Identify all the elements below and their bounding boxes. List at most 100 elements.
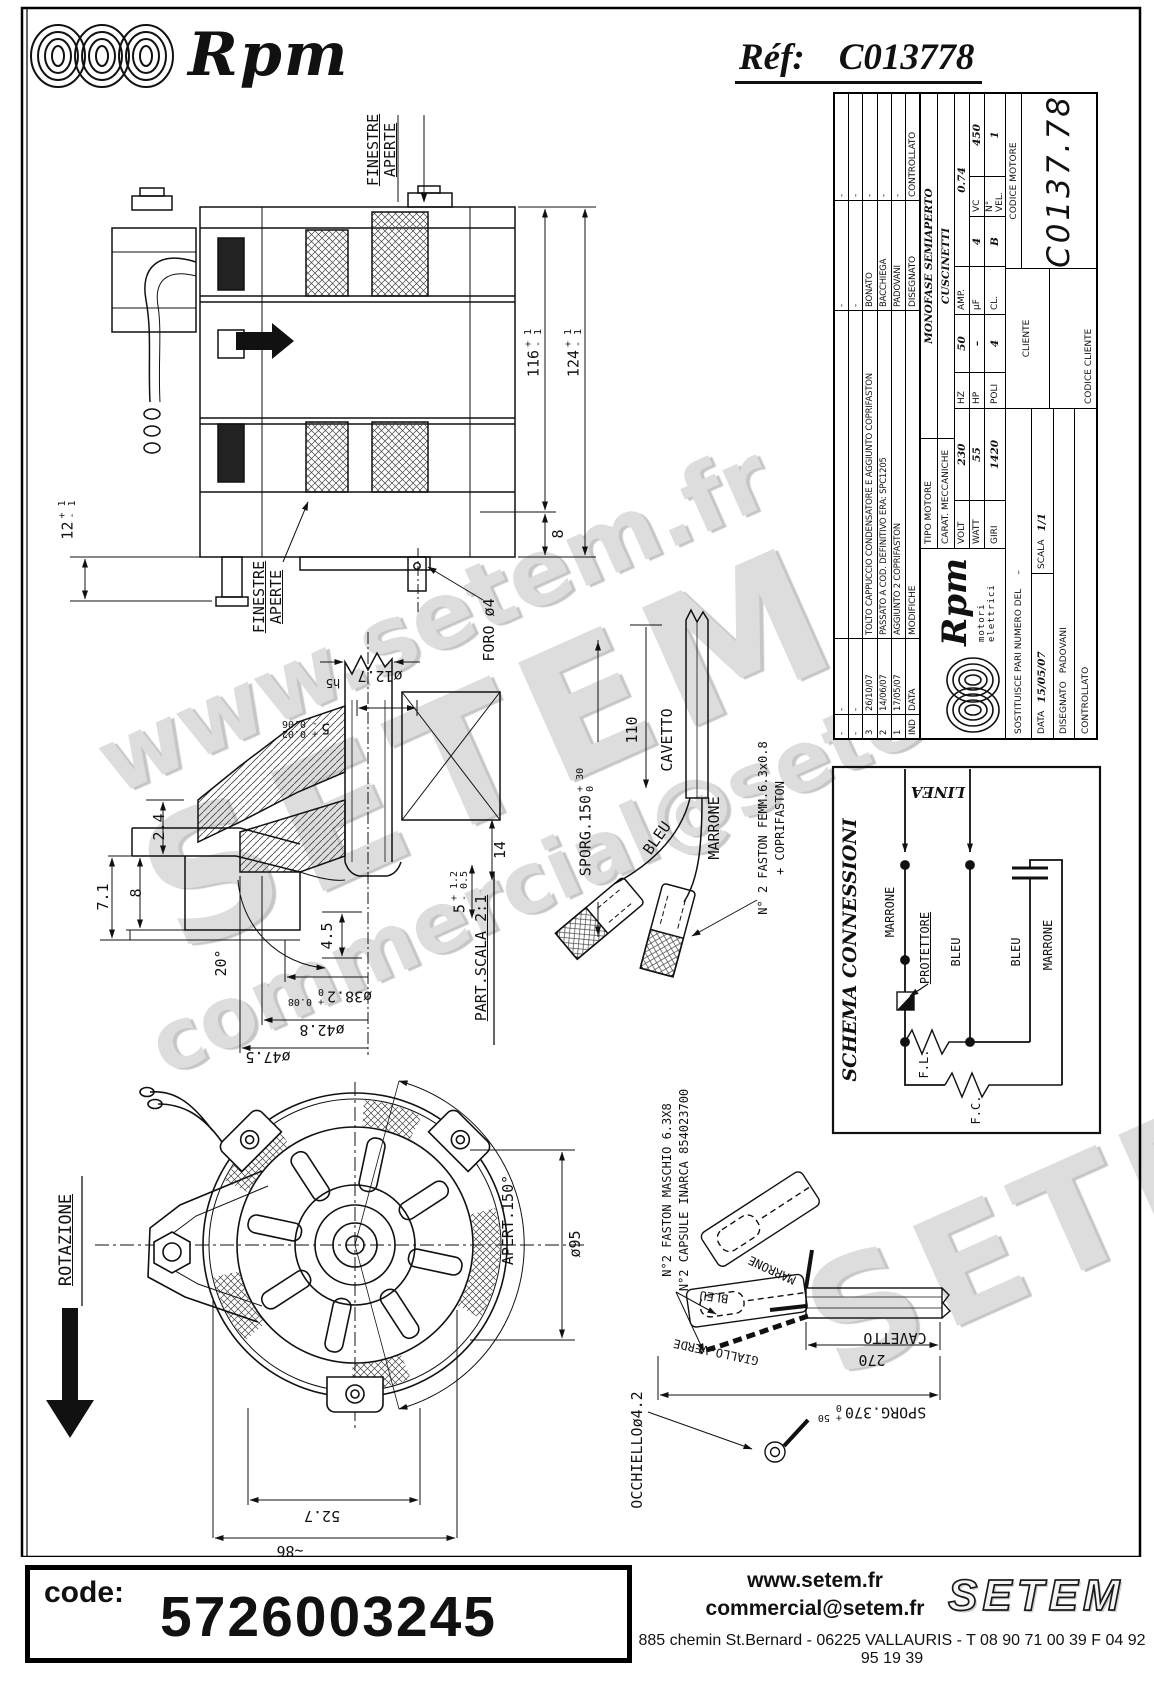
rev-cell: PADOVANI	[891, 200, 906, 310]
spec-label: AMP.	[955, 266, 970, 314]
rpm-logo-coils	[30, 24, 174, 88]
dim-47-5: ø47.5	[245, 1048, 291, 1066]
front-view	[95, 1082, 585, 1432]
apert-label: APERT.150°	[499, 1174, 517, 1266]
tipo-motore-label: TIPO MOTORE	[921, 438, 938, 548]
spec-label: WATT	[970, 500, 985, 548]
code-label: code:	[44, 1576, 125, 1609]
spec-label: VC	[970, 176, 985, 216]
rev-cell: 1	[891, 714, 906, 738]
rotazione-label: ROTAZIONE	[56, 1193, 76, 1287]
schema-bleu-2: BLEU	[1009, 937, 1023, 967]
spec-label: µF	[970, 266, 985, 314]
spec-value: 1	[989, 131, 1002, 139]
codice-motore-label: CODICE MOTORE	[1006, 94, 1023, 268]
rev-cell: PASSATO A COD. DEFINITIVO ERA: SPC1205	[877, 310, 892, 638]
revision-table: - - - - - - - - 3 26/10/07 TOLTO CAPPUCC…	[835, 94, 922, 738]
rev-header-data: DATA	[905, 638, 921, 714]
dim-5-tol: 5+ 0.02- 0.06	[281, 718, 331, 739]
setem-logo-word: SETEM	[947, 1570, 1125, 1621]
connector-view-dims	[647, 1291, 941, 1450]
dim-h5: h5	[325, 676, 341, 690]
footer-address: 885 chemin St.Bernard - 06225 VALLAURIS …	[638, 1632, 1146, 1667]
spec-value: 230	[955, 408, 970, 500]
ref-label: Réf:	[739, 37, 805, 78]
schema-box	[831, 765, 1102, 1135]
spec-value: 450	[971, 124, 984, 146]
rev-cell: -	[835, 200, 850, 310]
rev-cell: BACCHIEGA	[877, 200, 892, 310]
scala-value: 1/1	[1036, 513, 1049, 532]
rev-cell: -	[891, 94, 906, 200]
part-scala-label: PART.SCALA 2:1	[472, 894, 490, 1022]
rev-cell: -	[835, 714, 850, 738]
spec-label: VOLT	[955, 500, 970, 548]
spec-value: 1420	[985, 408, 1006, 500]
spec-value: –	[970, 314, 985, 372]
dim-270: 270	[858, 1351, 886, 1369]
sostituisce-label: SOSTITUISCE PARI NUMERO DEL	[1013, 588, 1024, 734]
dim-20deg: 20°	[212, 949, 230, 977]
dim-14: 14	[491, 840, 509, 860]
conn-cavetto-label: CAVETTO	[863, 1329, 927, 1347]
spec-value: 55	[970, 408, 985, 500]
spec-label: POLI	[985, 372, 1006, 408]
rev-cell: 17/05/07	[891, 638, 906, 714]
rev-cell: 26/10/07	[863, 638, 878, 714]
dim-110: 110	[623, 716, 641, 744]
protettore-label: PROTETTORE	[918, 911, 932, 985]
schema-title: SCHEMA CONNESSIONI	[839, 818, 861, 1082]
dim-12-7: ø12.7	[357, 667, 403, 685]
footer-bar: code: 5726003245 www.setem.fr commercial…	[0, 1557, 1154, 1683]
dim-95: ø95	[566, 1230, 584, 1258]
data-value: 15/05/07	[1036, 651, 1049, 703]
dim-8-side: 8	[549, 529, 567, 539]
spec-label: N° VEL.	[985, 176, 1006, 216]
code-box: code: 5726003245	[25, 1565, 632, 1663]
codice-cliente-label: CODICE CLIENTE	[1084, 328, 1094, 404]
code-value: 5726003245	[160, 1585, 498, 1649]
rev-cell: -	[849, 94, 864, 200]
cliente-label: CLIENTE	[1006, 269, 1050, 408]
schema-fc: F.C.	[969, 1095, 983, 1125]
vent-slots	[247, 1137, 463, 1353]
rev-cell: -	[835, 638, 850, 714]
spec-label: CL.	[985, 266, 1006, 314]
dim-42-8: ø42.8	[299, 1021, 345, 1039]
rev-cell: 3	[863, 714, 878, 738]
dim-2-4: 2.4	[150, 813, 168, 841]
spec-value: 4	[985, 314, 1006, 372]
dim-5b: 5+ 1.2- 0.5	[449, 870, 470, 914]
rev-cell: -	[877, 94, 892, 200]
schema-bleu-1: BLEU	[949, 937, 963, 967]
carat-value: CUSCINETTI	[940, 227, 953, 305]
detail-view	[129, 632, 501, 1055]
rev-cell: 14/06/07	[877, 638, 892, 714]
disegnato-label: DISEGNATO	[1059, 681, 1070, 734]
rev-cell: BONATO	[863, 200, 878, 310]
title-block: - - - - - - - - 3 26/10/07 TOLTO CAPPUCC…	[833, 92, 1098, 740]
rev-cell: AGGIUNTO 2 COPRIFASTON	[891, 310, 906, 638]
codice-motore-value: C0137.78	[1041, 94, 1078, 268]
cable-view-dims	[595, 624, 758, 937]
rpm-logo-small: Rpm motori elettrici	[921, 548, 1006, 738]
front-view-dims	[46, 1080, 575, 1541]
rev-cell: -	[849, 638, 864, 714]
scala-label: SCALA	[1037, 539, 1048, 569]
spec-value: 4	[970, 216, 985, 266]
schema-marrone-1: MARRONE	[883, 886, 897, 938]
rev-header-ind: IND	[905, 714, 921, 738]
controllato-label: CONTROLLATO	[1080, 666, 1091, 734]
rev-cell: -	[849, 714, 864, 738]
spec-value: 50	[955, 314, 970, 372]
cable-view	[554, 608, 709, 978]
dim-4-5: 4.5	[318, 922, 336, 950]
rpm-logo-word: Rpm	[188, 20, 350, 90]
